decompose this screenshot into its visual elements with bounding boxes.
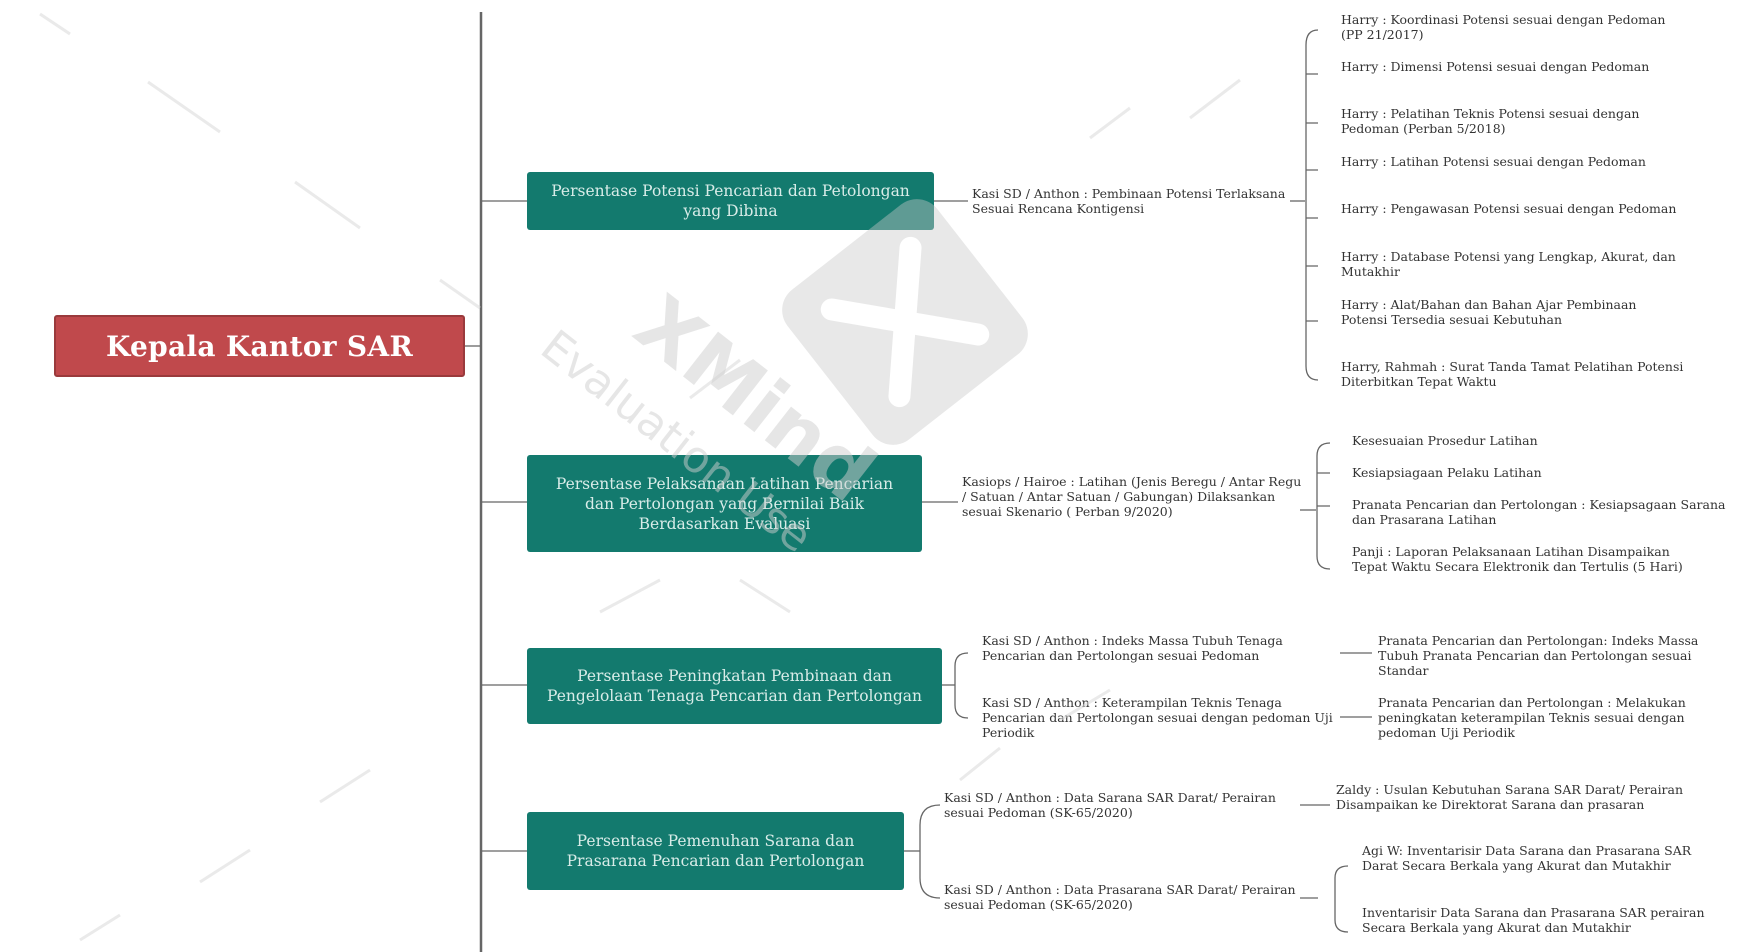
activity-node[interactable]: Kasi SD / Anthon : Keterampilan Teknis T…: [982, 695, 1333, 740]
goal-node-latihan[interactable]: Persentase Pelaksanaan Latihan Pencarian…: [527, 455, 922, 552]
output-node[interactable]: Pranata Pencarian dan Pertolongan : Kesi…: [1352, 497, 1726, 527]
output-node[interactable]: Pranata Pencarian dan Pertolongan: Indek…: [1378, 633, 1699, 678]
output-node[interactable]: Agi W: Inventarisir Data Sarana dan Pras…: [1362, 843, 1692, 873]
goal-node-tenaga[interactable]: Persentase Peningkatan Pembinaan dan Pen…: [527, 648, 942, 724]
output-node[interactable]: Panji : Laporan Pelaksanaan Latihan Disa…: [1352, 544, 1683, 574]
output-node[interactable]: Harry : Latihan Potensi sesuai dengan Pe…: [1341, 154, 1646, 169]
goal-label: Persentase Pemenuhan Sarana dan Prasaran…: [566, 832, 865, 870]
goal-node-potensi[interactable]: Persentase Potensi Pencarian dan Petolon…: [527, 172, 934, 230]
activity-node[interactable]: Kasi SD / Anthon : Data Prasarana SAR Da…: [944, 882, 1296, 912]
root-node[interactable]: Kepala Kantor SAR: [54, 315, 465, 377]
goal-node-sarana[interactable]: Persentase Pemenuhan Sarana dan Prasaran…: [527, 812, 904, 890]
goal-label: Persentase Peningkatan Pembinaan dan Pen…: [547, 667, 922, 705]
output-node[interactable]: Harry : Koordinasi Potensi sesuai dengan…: [1341, 12, 1666, 42]
activity-node[interactable]: Kasi SD / Anthon : Data Sarana SAR Darat…: [944, 790, 1276, 820]
output-node[interactable]: Harry : Pengawasan Potensi sesuai dengan…: [1341, 201, 1677, 216]
output-node[interactable]: Harry : Dimensi Potensi sesuai dengan Pe…: [1341, 59, 1650, 74]
activity-node[interactable]: Kasi SD / Anthon : Indeks Massa Tubuh Te…: [982, 633, 1283, 663]
activity-node[interactable]: Kasi SD / Anthon : Pembinaan Potensi Ter…: [972, 186, 1286, 216]
output-node[interactable]: Inventarisir Data Sarana dan Prasarana S…: [1362, 905, 1705, 935]
root-label: Kepala Kantor SAR: [105, 329, 414, 363]
output-node[interactable]: Harry : Database Potensi yang Lengkap, A…: [1341, 249, 1676, 279]
output-node[interactable]: Zaldy : Usulan Kebutuhan Sarana SAR Dara…: [1336, 782, 1684, 812]
activity-node[interactable]: Kasiops / Hairoe : Latihan (Jenis Beregu…: [962, 474, 1302, 519]
output-node[interactable]: Harry, Rahmah : Surat Tanda Tamat Pelati…: [1341, 359, 1684, 389]
goal-label: Persentase Pelaksanaan Latihan Pencarian…: [555, 474, 894, 533]
output-node[interactable]: Harry : Alat/Bahan dan Bahan Ajar Pembin…: [1341, 297, 1637, 327]
goal-label: Persentase Potensi Pencarian dan Petolon…: [551, 182, 910, 220]
output-node[interactable]: Harry : Pelatihan Teknis Potensi sesuai …: [1341, 106, 1640, 136]
output-node[interactable]: Kesiapsiagaan Pelaku Latihan: [1352, 465, 1542, 480]
output-node[interactable]: Pranata Pencarian dan Pertolongan : Mela…: [1378, 695, 1686, 740]
output-node[interactable]: Kesesuaian Prosedur Latihan: [1352, 433, 1538, 448]
